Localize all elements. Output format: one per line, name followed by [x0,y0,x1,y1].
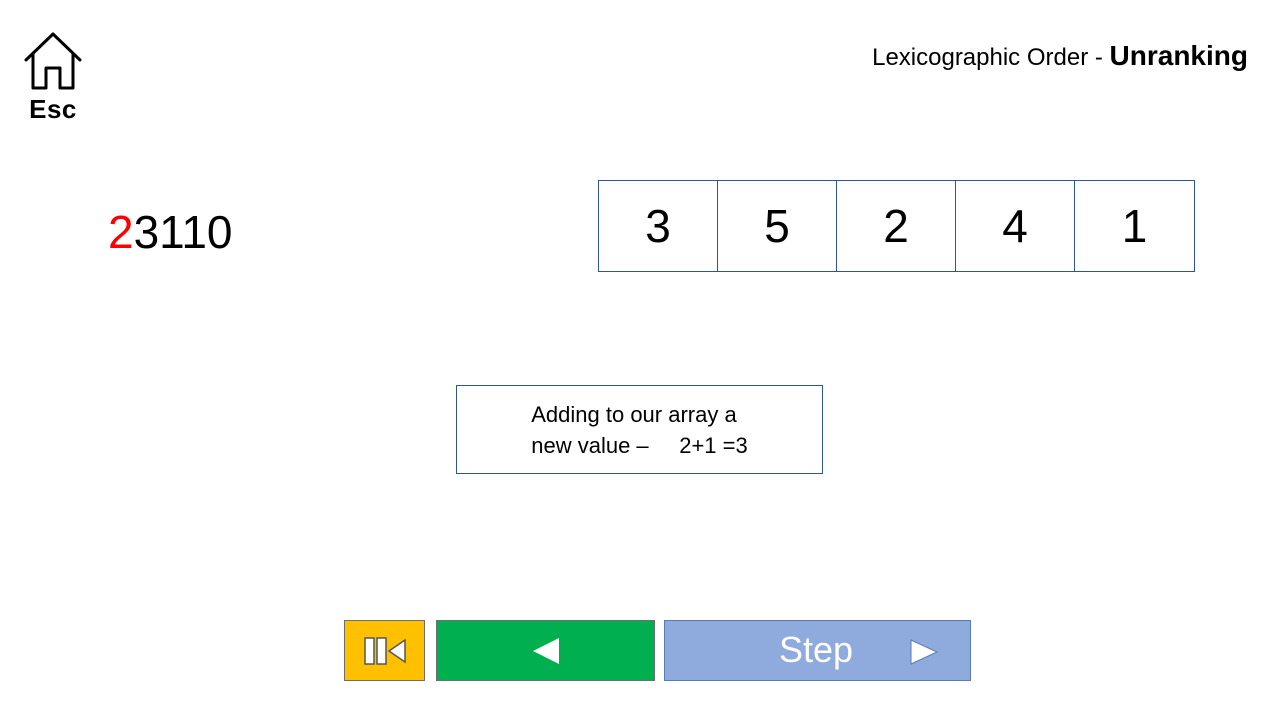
array-cell: 3 [599,181,718,271]
rank-sequence: 23110 [108,205,233,259]
sequence-highlight-digit: 2 [108,206,134,258]
step-button-label: Step [779,629,854,670]
sequence-remaining-digits: 3110 [133,206,233,258]
triangle-left-icon [532,637,559,664]
page-title: Lexicographic Order - Unranking [872,40,1248,72]
array-cell: 5 [718,181,837,271]
home-label: Esc [29,94,77,124]
reset-button[interactable] [344,620,425,681]
title-prefix: Lexicographic Order - [872,44,1110,71]
explanation-text: Adding to our array a new value – 2+1 =3 [531,401,748,458]
array-cell: 1 [1121,200,1148,252]
array-cell: 4 [956,181,1075,271]
home-button[interactable]: Esc [20,28,86,128]
array-cell: 2 [837,181,956,271]
home-icon [24,32,82,90]
step-button[interactable]: Step [664,620,971,681]
explanation-box: Adding to our array a new value – 2+1 =3 [456,385,823,474]
back-button[interactable] [436,620,655,681]
triangle-right-icon [910,639,939,665]
permutation-array: 3 5 2 4 1 [598,180,1195,272]
skip-to-start-icon [363,636,406,665]
title-emphasis: Unranking [1109,40,1248,71]
